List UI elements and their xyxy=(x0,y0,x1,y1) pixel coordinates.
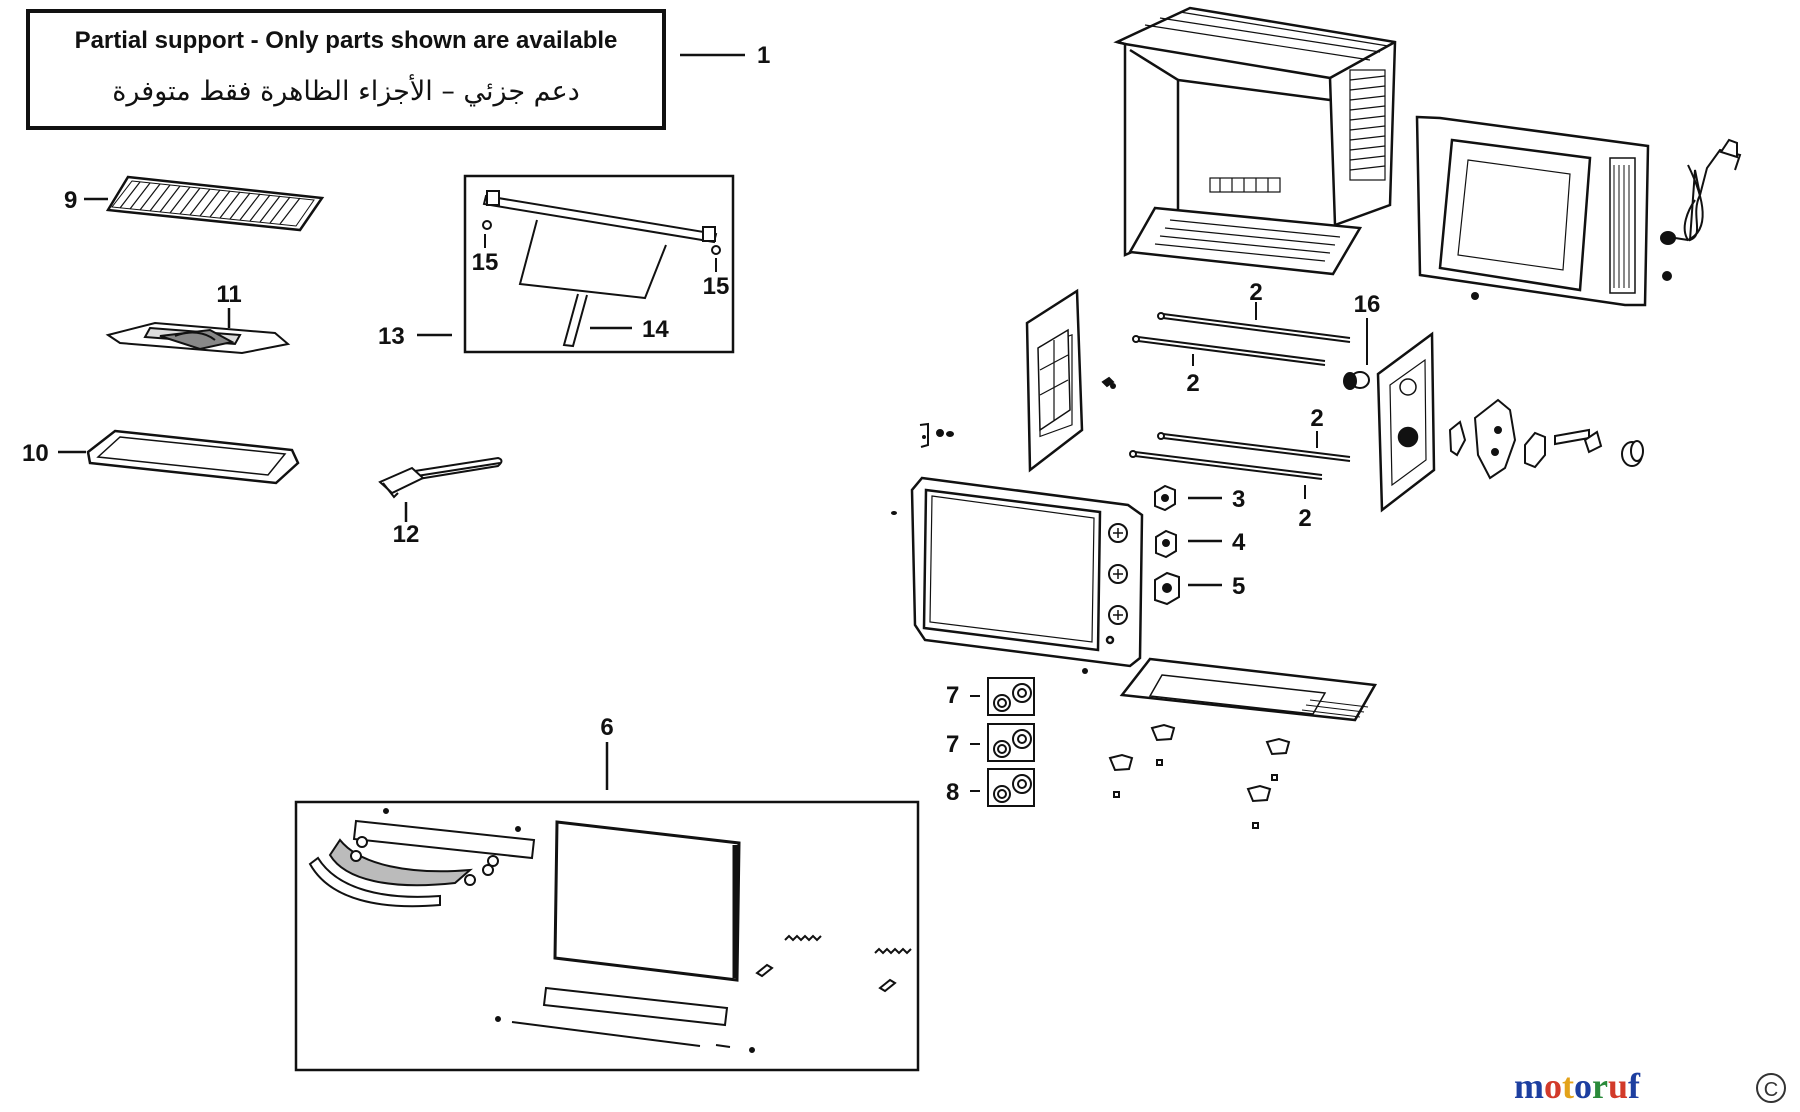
power-cord-part xyxy=(1660,138,1742,245)
callout-2-b-number: 2 xyxy=(1186,370,1199,397)
motoruf-watermark: motoruf C xyxy=(1514,1066,1786,1106)
callout-3-number: 3 xyxy=(1232,486,1245,513)
callout-15-right: 15 xyxy=(703,258,730,300)
oven-housing-part xyxy=(1113,6,1397,276)
hinge-bracket-parts xyxy=(919,376,1115,448)
motor-and-spit-drive-parts xyxy=(1343,371,1644,480)
callout-14: 14 xyxy=(590,316,669,343)
callout-12-number: 12 xyxy=(393,521,420,548)
callout-2-b: 2 xyxy=(1186,354,1200,397)
callout-15-left-number: 15 xyxy=(472,249,499,276)
callout-2-c: 2 xyxy=(1310,405,1324,448)
callout-7-a-number: 7 xyxy=(946,682,959,709)
callout-9-number: 9 xyxy=(64,187,77,214)
callout-16: 16 xyxy=(1354,291,1381,365)
svg-text:motoruf: motoruf xyxy=(1514,1066,1641,1106)
callout-14-number: 14 xyxy=(642,316,669,343)
rotisserie-box xyxy=(463,174,735,354)
front-panel-part xyxy=(910,476,1144,668)
knob-set-7-b xyxy=(987,723,1035,762)
callout-7-b: 7 xyxy=(946,731,980,758)
callout-1: 1 xyxy=(680,42,770,69)
tray-handle-part xyxy=(378,456,503,499)
callout-4: 4 xyxy=(1188,529,1246,556)
callout-3: 3 xyxy=(1188,486,1245,513)
callout-8-number: 8 xyxy=(946,779,959,806)
callout-8: 8 xyxy=(946,779,980,806)
callout-6-number: 6 xyxy=(600,714,613,741)
callout-6: 6 xyxy=(600,714,614,790)
callout-16-number: 16 xyxy=(1354,291,1381,318)
callout-11-number: 11 xyxy=(216,281,241,308)
callout-15-right-number: 15 xyxy=(703,273,730,300)
callout-5-number: 5 xyxy=(1232,573,1245,600)
callout-10-number: 10 xyxy=(22,440,49,467)
notice-english-text: Partial support - Only parts shown are a… xyxy=(75,27,618,54)
callout-12: 12 xyxy=(393,502,420,548)
callout-2-a: 2 xyxy=(1249,279,1263,320)
callout-9: 9 xyxy=(64,187,108,214)
callout-7-a: 7 xyxy=(946,682,980,709)
callout-4-number: 4 xyxy=(1232,529,1246,556)
switch-part-3 xyxy=(1154,484,1176,512)
callout-13: 13 xyxy=(378,323,452,350)
wire-rack-part xyxy=(105,175,325,232)
callout-2-d: 2 xyxy=(1298,485,1312,532)
partial-support-notice: Partial support - Only parts shown are a… xyxy=(26,9,666,130)
back-panel-part xyxy=(1415,115,1650,307)
notice-arabic-text: دعم جزئي – الأجزاء الظاهرة فقط متوفرة xyxy=(112,73,579,107)
knob-set-8 xyxy=(987,768,1035,807)
right-side-panel-part xyxy=(1376,331,1436,513)
callout-7-b-number: 7 xyxy=(946,731,959,758)
bottom-plate-part xyxy=(1119,657,1378,722)
switch-part-4 xyxy=(1155,529,1177,559)
callout-1-number: 1 xyxy=(757,42,770,69)
crumb-tray-part xyxy=(105,321,291,355)
heating-elements-part xyxy=(1129,312,1351,480)
small-fastener-parts xyxy=(891,271,1672,674)
knob-set-7-a xyxy=(987,677,1035,716)
callout-5: 5 xyxy=(1188,573,1245,600)
left-side-panel-part xyxy=(1025,288,1084,473)
callout-2-c-number: 2 xyxy=(1310,405,1323,432)
door-assembly-box xyxy=(294,800,920,1072)
callout-15-left: 15 xyxy=(472,234,499,276)
callout-11: 11 xyxy=(216,281,242,328)
baking-tray-part xyxy=(86,429,300,485)
rubber-feet-parts xyxy=(1108,723,1291,829)
callout-10: 10 xyxy=(22,440,86,467)
watermark-badge: C xyxy=(1764,1079,1778,1101)
callout-2-d-number: 2 xyxy=(1298,505,1311,532)
callout-13-number: 13 xyxy=(378,323,405,350)
timer-part-5 xyxy=(1154,571,1180,606)
callout-2-a-number: 2 xyxy=(1249,279,1262,306)
